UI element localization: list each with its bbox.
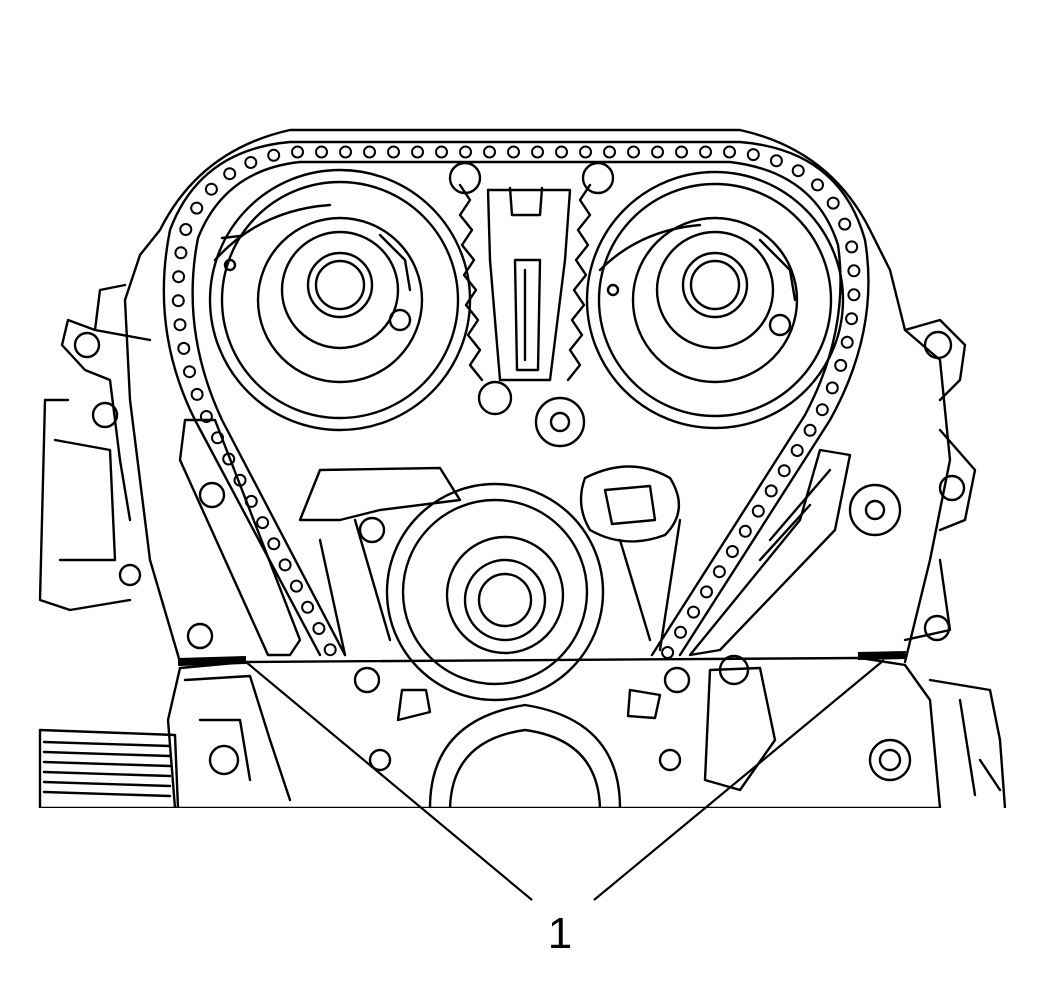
chain-roller [579, 145, 592, 159]
left-camshaft-sprocket [208, 168, 472, 432]
chain-roller [291, 145, 304, 159]
chain-roller [777, 464, 791, 478]
chain-roller [674, 625, 687, 639]
chain-roller [256, 516, 270, 530]
sealant-mark-right [857, 651, 907, 660]
chain-roller [289, 579, 303, 593]
chain-roller [811, 178, 824, 192]
chain-roller [764, 484, 778, 498]
chain-roller [459, 145, 472, 159]
chain-roller [627, 145, 640, 159]
chain-roller [387, 145, 400, 159]
chain-roller [661, 646, 675, 659]
callout-leaders [245, 659, 885, 901]
chain-roller [339, 145, 352, 159]
chain-roller [790, 444, 804, 457]
chain-roller [199, 410, 213, 423]
chain-roller [847, 288, 861, 302]
chain-roller [699, 145, 712, 159]
intermediate-gear [448, 161, 615, 448]
chain-roller [687, 605, 700, 619]
chain-roller [815, 403, 829, 417]
chain-roller [267, 537, 281, 551]
chain-roller [712, 565, 726, 579]
chain-roller [847, 264, 861, 278]
chain-roller [725, 545, 739, 558]
chain-roller [675, 145, 688, 159]
right-camshaft-sprocket [585, 170, 845, 430]
sealant-marks [177, 651, 907, 666]
chain-roller [803, 423, 817, 437]
chain-roller [223, 167, 237, 181]
chain-roller [315, 145, 328, 159]
oil-pump-bracket [579, 465, 681, 543]
chain-roller [845, 240, 859, 254]
chain-roller [173, 318, 187, 332]
chain-roller [190, 201, 204, 215]
chain-roller [483, 145, 496, 159]
chain-roller [751, 504, 765, 518]
leader-line-left [245, 661, 533, 901]
chain-roller [651, 145, 664, 159]
inner-casting [298, 466, 682, 657]
chain-roller [834, 358, 848, 372]
chain-roller [723, 145, 736, 159]
chain-roller [838, 217, 852, 231]
chain-links [171, 145, 861, 659]
chain-roller [174, 246, 188, 260]
chain-roller [791, 164, 805, 178]
timing-cover [38, 128, 977, 664]
chain-roller [171, 294, 185, 308]
chain-roller [840, 335, 854, 349]
chain-roller [555, 145, 568, 159]
chain-roller [845, 312, 859, 326]
chain-roller [825, 381, 839, 395]
chain-roller [700, 585, 713, 599]
crankshaft-sprocket [385, 482, 605, 702]
chain-roller [204, 182, 218, 196]
chain-roller [746, 148, 760, 162]
chain-roller [323, 643, 337, 657]
chain-roller [769, 154, 783, 168]
chain-roller [172, 270, 186, 284]
chain-roller [738, 524, 752, 538]
callout-number: 1 [548, 909, 572, 958]
chain-roller [507, 145, 520, 159]
chain-roller [826, 196, 840, 210]
chain-roller [435, 145, 448, 159]
chain-roller [301, 600, 315, 614]
leader-line-right [593, 659, 885, 901]
chain-roller [603, 145, 616, 159]
right-chain-tensioner [688, 448, 902, 657]
chain-roller [190, 387, 204, 401]
timing-chain [162, 140, 870, 657]
chain-roller [177, 341, 191, 355]
chain-roller [179, 223, 193, 236]
chain-roller [363, 145, 376, 159]
left-chain-guide [178, 418, 302, 657]
chain-roller [531, 145, 544, 159]
sealant-mark-left [177, 656, 247, 666]
chain-roller [312, 622, 326, 635]
chain-roller [183, 365, 196, 379]
chain-roller [244, 156, 258, 169]
chain-roller [411, 145, 424, 159]
chain-roller [278, 558, 292, 572]
chain-roller [267, 148, 281, 162]
